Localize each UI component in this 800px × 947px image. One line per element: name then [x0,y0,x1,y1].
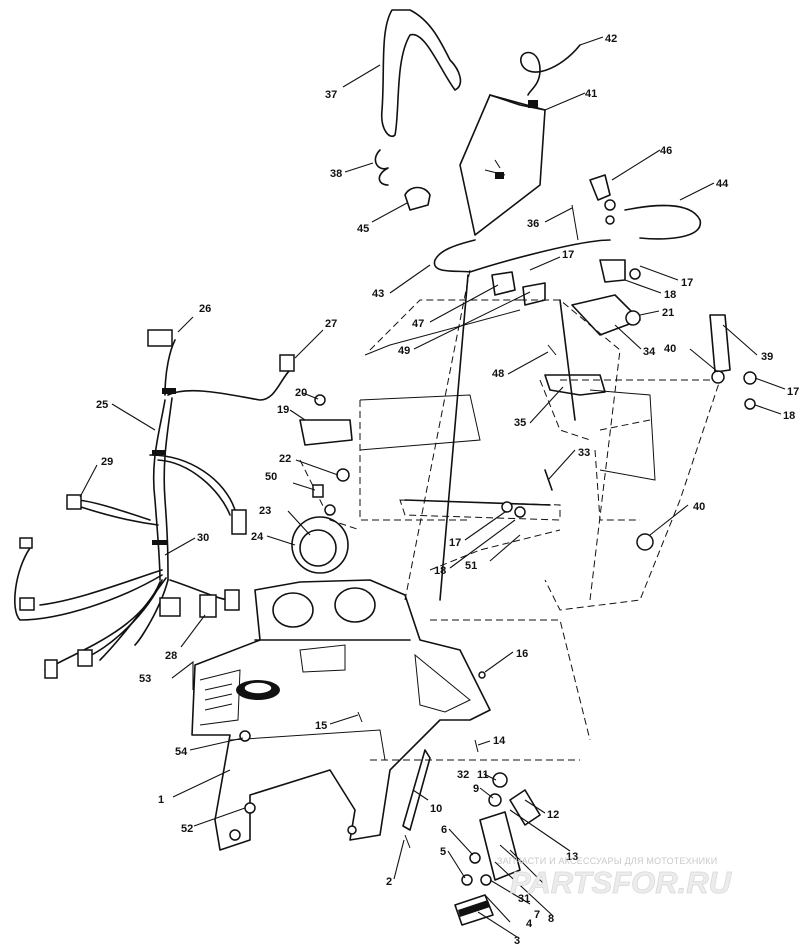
callout-46: 46 [660,145,672,157]
callout-7: 7 [534,909,540,921]
wiring-harness [14,329,295,679]
callout-27: 27 [325,318,337,330]
callout-26: 26 [199,303,211,315]
callout-9: 9 [473,783,479,795]
gauge-assembly [291,394,353,574]
cables [374,9,701,273]
callout-12: 12 [547,809,559,821]
watermark-logo: PARTSFOR.RU [510,865,733,900]
callout-labels: 1 2 3 4 5 6 7 8 9 10 11 12 13 14 15 16 1… [96,33,799,947]
callout-51: 51 [465,560,477,572]
callout-48: 48 [492,368,504,380]
callout-10: 10 [430,803,442,815]
callout-37: 37 [325,89,337,101]
callout-40-b: 40 [693,501,705,513]
callout-leaders [79,36,786,938]
callout-13: 13 [566,851,578,863]
callout-44: 44 [716,178,729,190]
callout-23: 23 [259,505,271,517]
callout-22: 22 [279,453,291,465]
callout-33: 33 [578,447,590,459]
callout-3: 3 [514,935,520,947]
callout-17-d: 17 [449,537,461,549]
callout-49: 49 [398,345,410,357]
frame-outline [299,269,721,761]
callout-20: 20 [295,387,307,399]
callout-4: 4 [526,918,533,930]
console-panel [191,579,491,851]
callout-5: 5 [440,846,446,858]
callout-1: 1 [158,794,164,806]
callout-24: 24 [251,531,264,543]
callout-42: 42 [605,33,617,45]
callout-28: 28 [165,650,177,662]
callout-15: 15 [315,720,327,732]
callout-19: 19 [277,404,289,416]
battery [459,94,546,236]
callout-30: 30 [197,532,209,544]
callout-8: 8 [548,913,554,925]
callout-39: 39 [761,351,773,363]
callout-18-b: 18 [783,410,795,422]
callout-17-a: 17 [562,249,574,261]
callout-18-a: 18 [664,289,676,301]
callout-38: 38 [330,168,342,180]
watermark: ЗАПЧАСТИ И АКСЕССУАРЫ ДЛЯ МОТОТЕХНИКИ PA… [497,856,733,900]
callout-18-c: 18 [434,565,446,577]
callout-34: 34 [643,346,656,358]
solenoid-parts [404,174,757,551]
callout-40-a: 40 [664,343,676,355]
callout-52: 52 [181,823,193,835]
callout-11: 11 [477,769,489,781]
frame-rails [359,274,656,601]
callout-47: 47 [412,318,424,330]
callout-17-b: 17 [681,277,693,289]
callout-35: 35 [514,417,526,429]
callout-6: 6 [441,824,447,836]
callout-14: 14 [493,735,506,747]
callout-41: 41 [585,88,597,100]
callout-17-c: 17 [787,386,799,398]
callout-43: 43 [372,288,384,300]
callout-36: 36 [527,218,539,230]
callout-25: 25 [96,399,108,411]
callout-50: 50 [265,471,277,483]
callout-32: 32 [457,769,469,781]
callout-29: 29 [101,456,113,468]
callout-16: 16 [516,648,528,660]
watermark-tagline: ЗАПЧАСТИ И АКСЕССУАРЫ ДЛЯ МОТОТЕХНИКИ [497,856,717,866]
callout-2: 2 [386,876,392,888]
lower-parts [357,671,541,926]
callout-31: 31 [518,893,530,905]
callout-54: 54 [175,746,188,758]
callout-53: 53 [139,673,151,685]
callout-45: 45 [357,223,369,235]
callout-21: 21 [662,307,674,319]
